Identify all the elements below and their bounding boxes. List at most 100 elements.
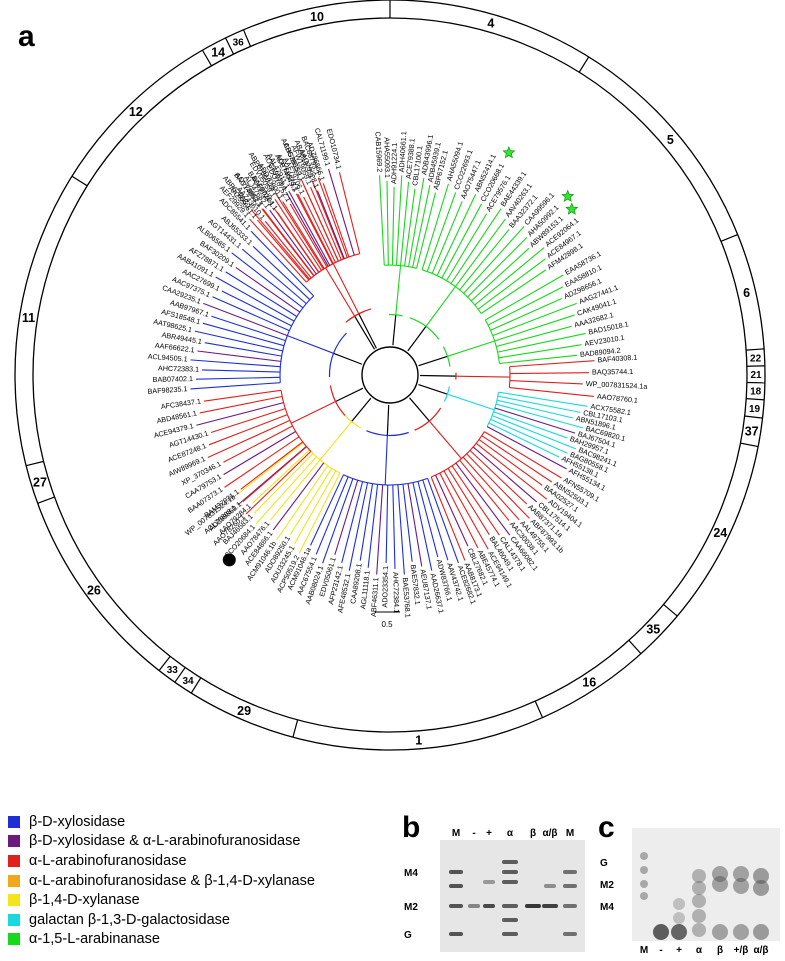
leaf-branch [421,183,450,270]
leaf-branch [348,482,369,571]
leaf-branch [245,451,312,515]
family-divider [744,415,763,419]
tlc-marker-label: M4 [600,902,614,913]
leaf-branch [481,435,553,483]
leaf-branch [253,453,314,514]
leaf-branch [274,192,324,270]
family-divider [190,677,202,694]
legend-item: α-L-arabinofuranosidase [8,851,408,871]
tlc-spot [692,869,706,883]
family-label: 27 [33,476,47,490]
family-label: 22 [750,353,762,364]
leaf-branch [484,431,562,479]
family-divider [578,56,590,73]
leaf-branch [459,459,510,521]
tlc-lane-label: α [696,945,703,956]
leaf-branch [497,332,586,353]
leaf-branch [494,407,576,434]
leaf-branch [261,208,315,277]
leaf-branch [439,472,479,549]
leaf-branch [224,436,300,488]
leaf-branch [221,290,292,327]
leaf-branch [490,298,562,331]
clade-inner-branch [425,286,456,327]
leaf-branch [386,181,389,266]
legend-swatch [8,835,20,848]
leaf-label: BAD89094.2 [579,346,620,359]
leaf-branch [509,386,594,397]
leaf-branch [264,220,312,279]
clade-inner-branch [287,335,334,354]
leaf-branch [454,218,506,287]
leaf-branch [484,274,564,321]
leaf-branch [322,183,350,258]
gel-band [502,932,518,936]
leaf-branch [334,479,359,555]
leaf-branch [385,484,389,563]
leaf-branch [475,442,548,500]
leaf-branch [455,462,511,536]
clade-stem [333,352,363,365]
leaf-branch [288,190,331,266]
family-label: 11 [22,311,35,325]
clade-stem [418,355,448,367]
leaf-branch [276,211,320,273]
leaf-branch [495,403,584,429]
tlc-spot [692,909,706,923]
leaf-branch [303,196,336,263]
leaf-branch [223,425,293,463]
clade-inner-branch [332,263,360,314]
panel-a-label: a [18,20,35,53]
leaf-branch [252,449,310,504]
leaf-label: ACL94505.1 [147,352,188,364]
family-divider [534,700,544,718]
gel-band [449,932,463,936]
leaf-branch [499,354,578,365]
gel-band [502,870,518,874]
leaf-branch [378,175,385,266]
tlc-lane-label: - [659,945,662,956]
leaf-branch [196,376,281,380]
family-label: 36 [233,38,245,49]
leaf-branch [311,180,345,260]
leaf-branch [496,325,572,348]
leaf-label: ADH40661.1 [397,131,408,173]
leaf-branch [207,419,291,459]
family-label: 18 [750,387,762,398]
clade-stem [354,315,376,350]
gel-band [502,918,518,922]
family-divider [25,460,44,467]
leaf-branch [451,465,500,536]
leaf-branch [443,470,489,550]
leaf-branch [509,360,595,368]
clade-inner-branch [290,401,336,424]
leaf-branch [494,314,575,342]
leaf-branch [463,226,525,294]
gel-band [502,904,518,908]
leaf-branch [202,322,285,347]
leaf-branch [478,439,543,486]
tlc-spot [640,866,648,874]
star-marker-icon [502,146,516,159]
gel-band [449,904,463,908]
leaf-branch [223,431,296,476]
gel-band [483,880,495,884]
leaf-branch [486,426,567,470]
clade-base-arc [366,430,409,437]
family-divider [292,719,299,738]
legend-label: galactan β-1,3-D-galactosidase [29,911,230,928]
leaf-branch [422,479,449,561]
gel-band [502,860,518,864]
legend-swatch [8,874,20,887]
gel-band [544,884,556,888]
clade-stem [409,397,430,422]
leaf-branch [391,187,395,266]
leaf-branch [286,193,329,267]
leaf-branch [317,177,348,258]
leaf-branch [426,192,457,272]
leaf-branch [446,213,488,281]
gel-lane-label: M [452,828,460,839]
family-divider [746,348,765,351]
